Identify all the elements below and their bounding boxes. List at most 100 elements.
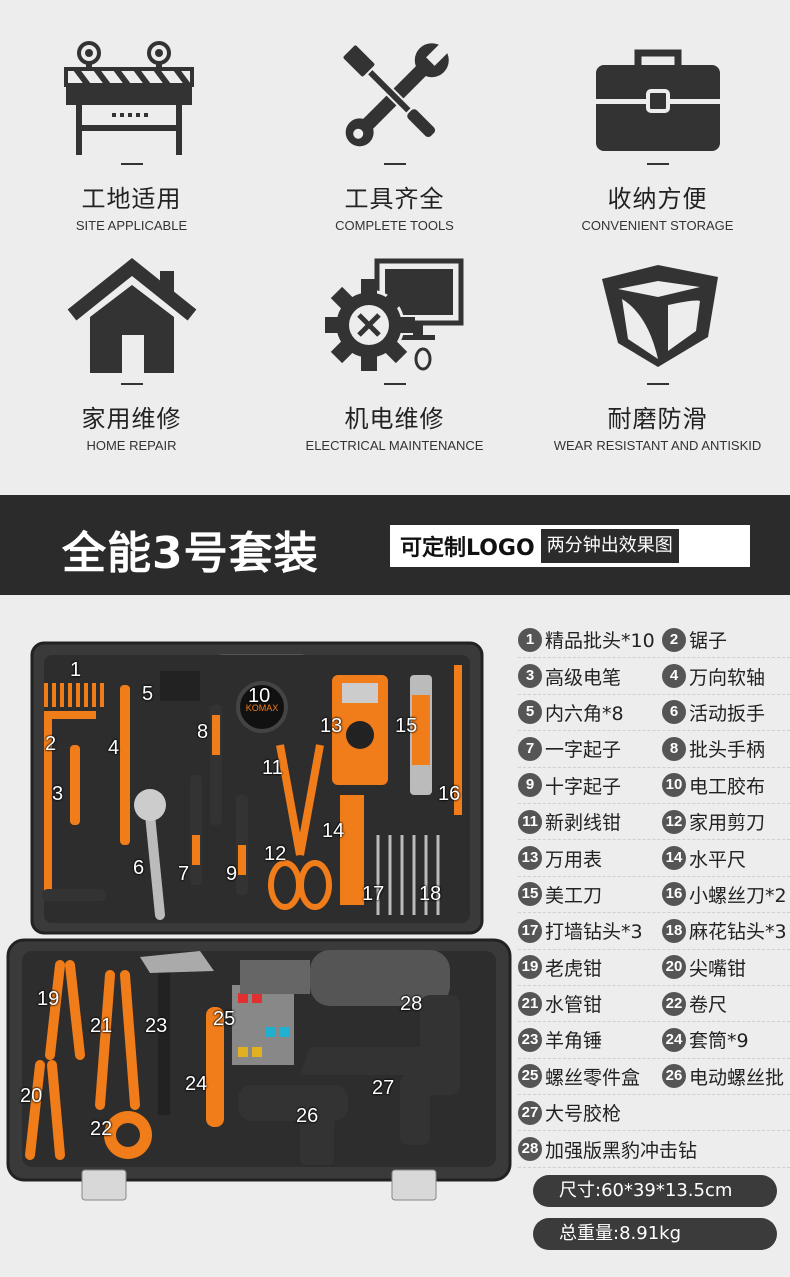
item-label: 锯子 [689,630,728,653]
kit-banner: 全能3号套装 可定制LOGO 两分钟出效果图 [0,495,790,595]
item-label: 内六角*8 [545,702,624,725]
tag-20: 20 [20,1085,43,1107]
item-label: 水平尺 [689,848,747,871]
item-number: 19 [518,955,542,980]
item-label: 羊角锤 [545,1030,603,1053]
item-number: 6 [662,700,686,725]
item-label: 批头手柄 [689,739,766,762]
house-icon [67,258,196,373]
tag-12: 12 [264,843,287,865]
custom-logo-badge[interactable]: 可定制LOGO 两分钟出效果图 [390,525,750,567]
item-number: 3 [518,664,542,689]
item-label: 高级电笔 [545,666,622,689]
feature-tools: 工具齐全 COMPLETE TOOLS [263,35,526,233]
tag-8: 8 [197,721,209,743]
tag-15: 15 [395,715,418,737]
item-label: 新剥线钳 [545,812,622,835]
feature-subtitle: ELECTRICAL MAINTENANCE [305,438,484,453]
tag-28: 28 [400,993,423,1015]
tag-13: 13 [320,715,343,737]
item-number: 18 [662,918,686,943]
size-badge: 尺寸:60*39*13.5cm [533,1175,777,1207]
toolbox-icon [595,49,720,151]
tag-17: 17 [362,883,385,905]
custom-logo-text: 可定制LOGO [400,536,535,561]
tag-22: 22 [90,1118,113,1140]
item-number: 12 [662,809,686,834]
item-label: 打墙钻头*3 [545,921,643,944]
feature-title: 工具齐全 [344,185,445,213]
feature-title: 家用维修 [81,405,182,433]
item-number: 25 [518,1064,542,1089]
item-label: 螺丝零件盒 [545,1066,641,1089]
item-number: 8 [662,736,686,761]
item-number: 24 [662,1027,686,1052]
tag-18: 18 [419,883,442,905]
feature-site: 工地适用 SITE APPLICABLE [0,35,263,233]
item-number: 2 [662,627,686,652]
tag-21: 21 [90,1015,113,1037]
tag-27: 27 [372,1077,395,1099]
item-number: 16 [662,882,686,907]
tag-1: 1 [70,659,82,681]
feature-divider [120,383,143,385]
tag-7: 7 [178,863,190,885]
feature-title: 收纳方便 [607,185,708,213]
feature-title: 耐磨防滑 [607,405,708,433]
product-section: KOMAX [0,595,790,1277]
item-label: 一字起子 [545,739,622,762]
feature-subtitle: WEAR RESISTANT AND ANTISKID [553,438,762,453]
feature-divider [646,383,669,385]
item-label: 十字起子 [545,775,622,798]
feature-subtitle: CONVENIENT STORAGE [581,218,734,233]
toolbox-product-image: KOMAX [6,641,512,1201]
feature-title: 工地适用 [81,185,182,213]
construction-barrier-icon [63,41,194,155]
item-label: 活动扳手 [689,702,766,725]
tag-9: 9 [226,863,238,885]
item-label: 电动螺丝批 [689,1066,785,1089]
tag-24: 24 [185,1073,208,1095]
item-number: 26 [662,1064,686,1089]
item-number: 15 [518,882,542,907]
item-label: 加强版黑豹冲击钻 [545,1139,698,1162]
feature-home: 家用维修 HOME REPAIR [0,255,263,453]
tag-11: 11 [262,757,283,779]
item-label: 万用表 [545,848,603,871]
tag-2: 2 [45,733,57,755]
item-number: 11 [518,809,542,834]
tag-19: 19 [37,988,60,1010]
brand-label: KOMAX [246,703,279,713]
item-number: 27 [518,1100,542,1125]
tag-25: 25 [213,1008,236,1030]
item-label: 尖嘴钳 [689,957,747,980]
item-label: 美工刀 [545,884,603,907]
item-label: 水管钳 [545,994,603,1017]
item-number: 14 [662,846,686,871]
gear-computer-icon [324,258,463,371]
feature-grid: 工地适用 SITE APPLICABLE 工具齐全 [0,0,790,495]
item-label: 电工胶布 [689,775,766,798]
tag-4: 4 [108,737,120,759]
item-label: 卷尺 [689,994,728,1017]
tag-16: 16 [438,783,461,805]
item-label: 套筒*9 [689,1030,749,1053]
item-label: 精品批头*10 [545,630,655,653]
item-label: 老虎钳 [545,957,603,980]
item-label: 万向软轴 [689,666,766,689]
item-number: 10 [662,773,686,798]
